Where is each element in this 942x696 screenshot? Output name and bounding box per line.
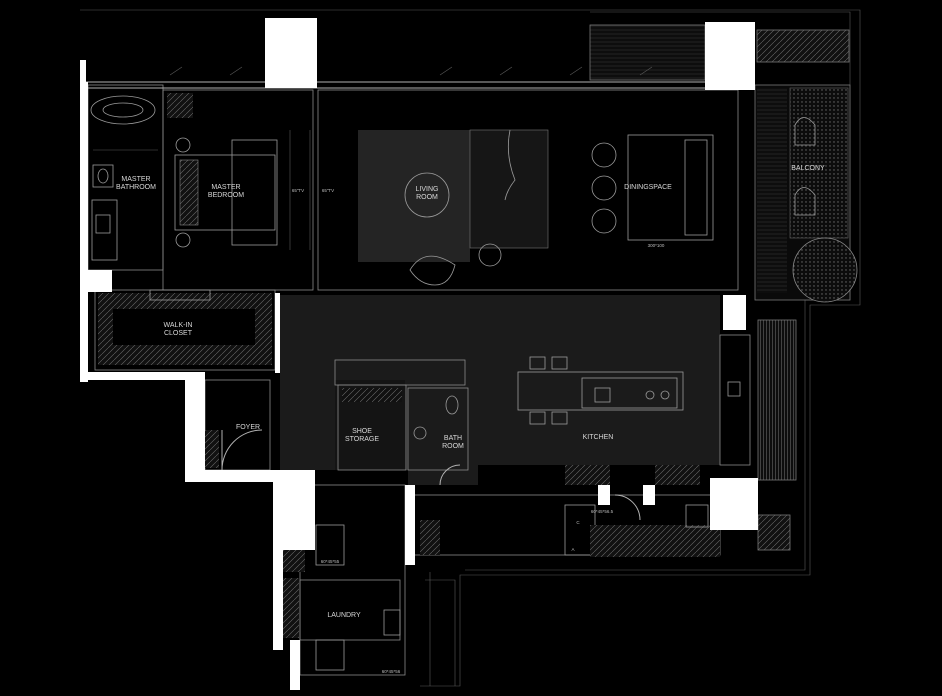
shoe-storage [334, 359, 466, 471]
upper-deck [589, 24, 706, 81]
top-windows [85, 66, 745, 89]
label-shoe-storage-1: SHOE [352, 428, 372, 435]
label-master-bedroom-1: MASTER [211, 184, 240, 191]
laundry-appliance-size-2: 60*45*56 [382, 669, 401, 674]
kitchen-floor [280, 295, 720, 485]
upper-deck-right [756, 29, 850, 63]
label-master-bathroom-1: MASTER [121, 176, 150, 183]
dining-table-size: 300*100 [648, 243, 665, 248]
annotations: 65"TV 65"TV 300*100 60*45*56.5 60*45*55 … [292, 188, 665, 674]
label-laundry: LAUNDRY [327, 612, 361, 619]
label-c: C [576, 520, 580, 525]
kitchen-fixtures [517, 334, 751, 485]
tv-left-label: 65"TV [292, 188, 304, 193]
balcony-area [754, 84, 858, 303]
master-bedroom [162, 89, 314, 291]
label-shoe-storage-2: STORAGE [345, 436, 379, 443]
label-a: A [571, 547, 574, 552]
label-master-bathroom-2: BATHROOM [116, 184, 156, 191]
label-kitchen: KITCHEN [583, 434, 614, 441]
kitchen-cabinet-size: 60*45*56.5 [591, 509, 614, 514]
tv-right-label: 65"TV [322, 188, 334, 193]
label-walk-in-closet-1: WALK-IN [164, 322, 193, 329]
laundry-appliance-size: 60*45*55 [321, 559, 340, 564]
living-room [317, 89, 739, 291]
room-labels: MASTER BATHROOM MASTER BEDROOM LIVING RO… [116, 165, 825, 619]
label-balcony: BALCONY [791, 165, 825, 172]
dining-space [591, 134, 714, 241]
walk-in-closet [94, 289, 276, 371]
label-dining-space: DININGSPACE [624, 184, 672, 191]
bath-room [407, 387, 469, 486]
label-living-room-2: ROOM [416, 194, 438, 201]
side-terrace-lower [757, 514, 791, 551]
label-foyer: FOYER [236, 424, 260, 431]
walls [80, 18, 758, 690]
service-area [409, 494, 721, 557]
side-terrace [757, 319, 797, 481]
label-walk-in-closet-2: CLOSET [164, 330, 193, 337]
label-bath-room-1: BATH [444, 435, 462, 442]
label-living-room-1: LIVING [416, 186, 439, 193]
label-master-bedroom-2: BEDROOM [208, 192, 244, 199]
label-bath-room-2: ROOM [442, 443, 464, 450]
